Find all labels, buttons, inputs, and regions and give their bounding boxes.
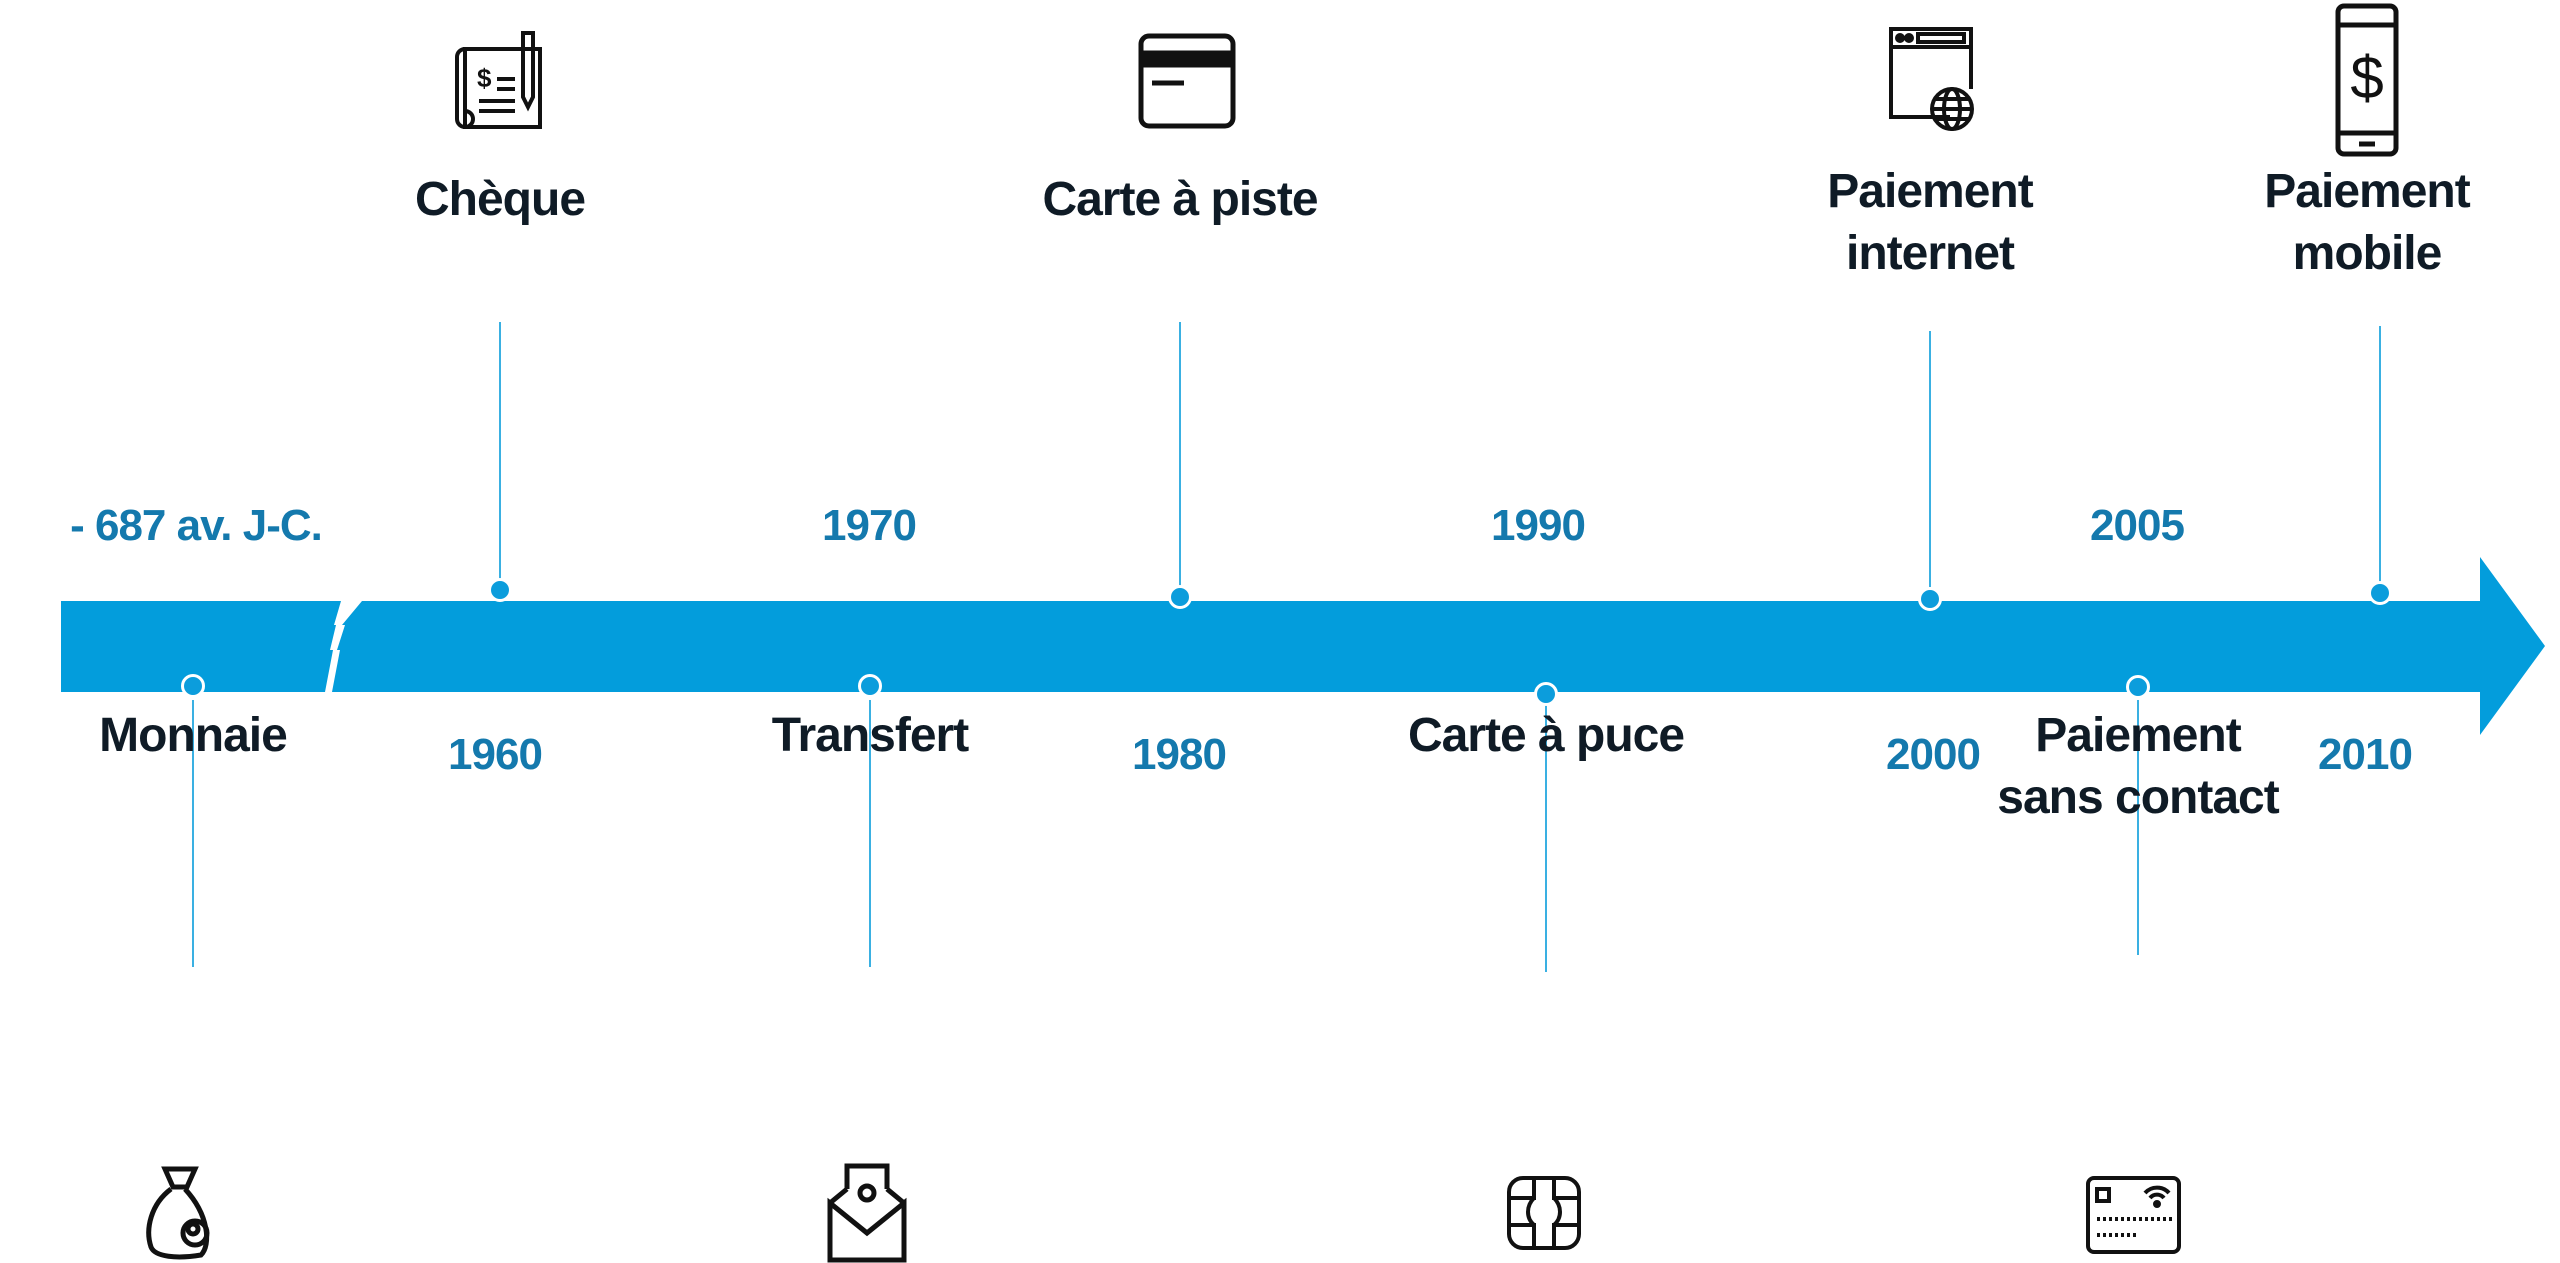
mobile-dollar-icon: $ [2335, 3, 2399, 157]
dot-sans-contact [2126, 675, 2150, 699]
year-2005: 2005 [2090, 501, 2185, 550]
year-1980: 1980 [1132, 730, 1227, 779]
chip-icon [1506, 1175, 1582, 1251]
cheque-icon: $ [453, 29, 547, 134]
event-title-carte-puce: Carte à puce [1407, 709, 1685, 762]
event-title-mobile: Paiement mobile [2264, 161, 2470, 285]
event-title-monnaie: Monnaie [99, 709, 288, 762]
connector-internet [1929, 331, 1931, 587]
dot-monnaie [181, 674, 205, 698]
title-line-2: sans contact [1997, 771, 2279, 824]
event-title-carte-piste: Carte à piste [1042, 173, 1318, 226]
year-2000: 2000 [1886, 730, 1981, 779]
dot-carte-puce [1534, 682, 1558, 706]
year-ancient: - 687 av. J-C. [70, 501, 323, 550]
dot-transfert [858, 674, 882, 698]
connector-monnaie [192, 700, 194, 967]
year-1970: 1970 [822, 501, 917, 550]
year-1990: 1990 [1491, 501, 1586, 550]
connector-sans-contact [2137, 700, 2139, 955]
title-line-2: mobile [2292, 227, 2443, 280]
event-title-transfert: Transfert [771, 709, 969, 762]
money-bag-icon [143, 1163, 221, 1263]
event-title-internet: Paiement internet [1827, 161, 2033, 285]
dot-cheque [488, 578, 512, 602]
title-line-1: Paiement [2264, 165, 2470, 218]
year-1960: 1960 [448, 730, 543, 779]
title-line-1: Paiement [1827, 165, 2033, 218]
connector-carte-piste [1179, 322, 1181, 587]
event-title-sans-contact: Paiement sans contact [1997, 705, 2279, 829]
envelope-money-icon [827, 1163, 907, 1263]
svg-text:$: $ [477, 63, 492, 93]
title-line-2: internet [1845, 227, 2015, 280]
connector-carte-puce [1545, 700, 1547, 972]
dot-mobile [2368, 581, 2392, 605]
title-line-1: Paiement [2035, 709, 2241, 762]
contactless-card-icon [2085, 1175, 2182, 1255]
svg-text:$: $ [2350, 44, 2383, 111]
timeline-arrow [61, 557, 2545, 735]
year-2010: 2010 [2318, 730, 2413, 779]
credit-card-icon [1138, 33, 1236, 129]
dot-carte-piste [1168, 585, 1192, 609]
web-globe-icon [1888, 25, 1974, 137]
event-title-cheque: Chèque [414, 173, 586, 226]
dot-internet [1918, 587, 1942, 611]
connector-transfert [869, 700, 871, 967]
connector-cheque [499, 322, 501, 582]
connector-mobile [2379, 326, 2381, 582]
